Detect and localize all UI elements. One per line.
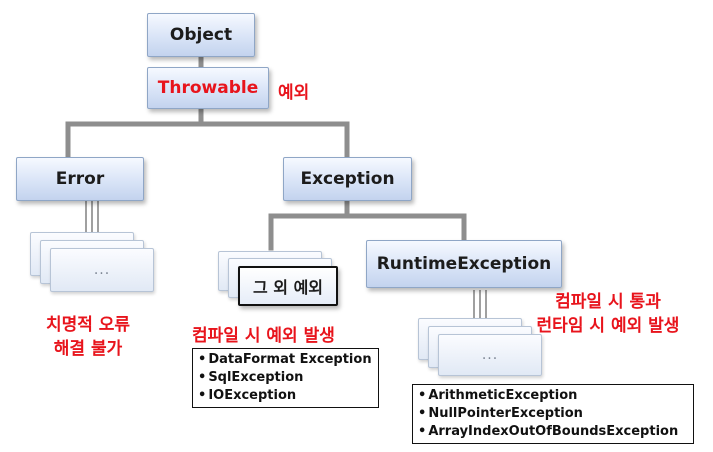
node-other-exceptions: 그 외 예외 [238, 266, 338, 306]
node-runtime-exception: RuntimeException [366, 240, 562, 288]
runtime-exception-item: ArrayIndexOutOfBoundsException [418, 423, 687, 441]
checked-exception-item: IOException [198, 387, 372, 405]
runtime-annotation-line2: 런타임 시 예외 발생 [536, 316, 680, 336]
node-exception: Exception [283, 157, 412, 201]
runtime-annotation: 컴파일 시 통과 런타임 시 예외 발생 [508, 290, 708, 338]
runtime-annotation-line1: 컴파일 시 통과 [555, 292, 661, 312]
error-subclass-card: ... [50, 248, 154, 292]
error-annotation-line1: 치명적 오류 [45, 315, 131, 335]
runtime-exception-list: ArithmeticException NullPointerException… [412, 384, 694, 444]
node-object: Object [147, 13, 255, 57]
runtime-exception-item: ArithmeticException [418, 387, 687, 405]
checked-exception-item: DataFormat Exception [198, 351, 372, 369]
error-annotation-line2: 해결 불가 [53, 339, 123, 359]
runtime-exception-item: NullPointerException [418, 405, 687, 423]
node-error: Error [16, 157, 144, 201]
checked-annotation: 컴파일 시 예외 발생 [192, 326, 335, 346]
checked-exception-item: SqlException [198, 369, 372, 387]
throwable-annotation: 예외 [278, 83, 310, 103]
node-throwable: Throwable [147, 67, 269, 109]
checked-exception-list: DataFormat Exception SqlException IOExce… [192, 348, 379, 408]
error-annotation: 치명적 오류 해결 불가 [24, 313, 152, 361]
runtime-subclass-card: ... [438, 334, 542, 376]
